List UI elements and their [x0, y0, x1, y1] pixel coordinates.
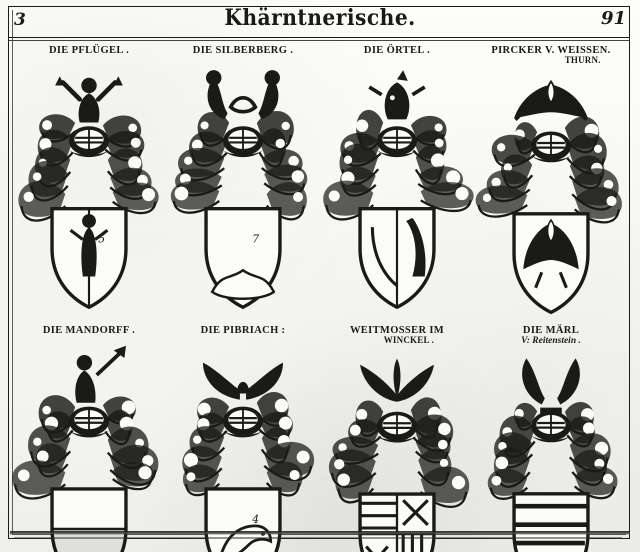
page-number-left: 3: [14, 10, 26, 30]
svg-text:4: 4: [251, 513, 259, 526]
arms-cell-mandorff: DIE MANDORFF .: [12, 322, 166, 552]
arms-cell-silberberg: DIE SILBERBERG . 7: [166, 42, 320, 322]
arms-caption-pflugel: DIE PFLÜGEL .: [49, 45, 129, 56]
page-number-right: 91: [600, 8, 626, 29]
header-divider-rule: [9, 40, 629, 41]
arms-caption-pircker-von-weissenthurn: PIRCKER V. WEISSEN.THURN.: [491, 45, 610, 66]
plate-bottom-edge: [10, 531, 630, 535]
arms-cell-pflugel: DIE PFLÜGEL . 5: [12, 42, 166, 322]
arms-caption-main: DIE PIBRIACH :: [200, 324, 286, 336]
arms-caption-main: DIE PFLÜGEL .: [48, 45, 130, 56]
arms-cell-pibriach: DIE PIBRIACH : 4: [166, 322, 320, 552]
page-title: Khärntnerische.: [224, 5, 416, 31]
arms-caption-oertel: DIE ÖRTEL .: [364, 45, 430, 56]
arms-caption-main: DIE MANDORFF .: [42, 324, 136, 336]
coat-of-arms-grid: DIE PFLÜGEL . 5 DIE SILBERBERG .: [12, 42, 628, 552]
arms-caption-main: WEITMOSSER IM: [349, 324, 445, 336]
arms-caption-sub: WINCKEL .: [383, 335, 435, 345]
coat-of-arms-pflugel: 5: [12, 56, 166, 321]
coat-of-arms-silberberg: 7: [166, 56, 320, 321]
arms-cell-oertel: DIE ÖRTEL .: [320, 42, 474, 322]
arms-caption-pibriach: DIE PIBRIACH :: [201, 325, 286, 336]
coat-of-arms-oertel: [320, 56, 474, 321]
arms-caption-main: DIE ÖRTEL .: [363, 45, 431, 56]
coat-of-arms-pircker-von-weissenthurn: [474, 66, 628, 322]
arms-caption-mandorff: DIE MANDORFF .: [43, 325, 135, 336]
svg-text:5: 5: [98, 233, 105, 246]
plate-header-band: [9, 7, 629, 38]
arms-caption-main: DIE SILBERBERG .: [192, 45, 294, 56]
plate-bottom-edge-secondary: [14, 537, 622, 539]
coat-of-arms-pibriach: 4: [166, 336, 320, 552]
arms-cell-pircker-von-weissenthurn: PIRCKER V. WEISSEN.THURN.: [474, 42, 628, 322]
arms-caption-silberberg: DIE SILBERBERG .: [193, 45, 293, 56]
coat-of-arms-mandorff: [12, 336, 166, 552]
coat-of-arms-maerl-von-reitenstein: [474, 346, 628, 552]
arms-caption-sub: THURN.: [564, 55, 601, 66]
svg-text:7: 7: [252, 233, 259, 246]
arms-caption-main: PIRCKER V. WEISSEN.: [491, 45, 611, 56]
coat-of-arms-weitmosser-im-winckel: [320, 346, 474, 552]
arms-caption-sub: V: Reitenstein .: [521, 336, 581, 346]
arms-caption-main: DIE MÄRL: [522, 324, 580, 336]
